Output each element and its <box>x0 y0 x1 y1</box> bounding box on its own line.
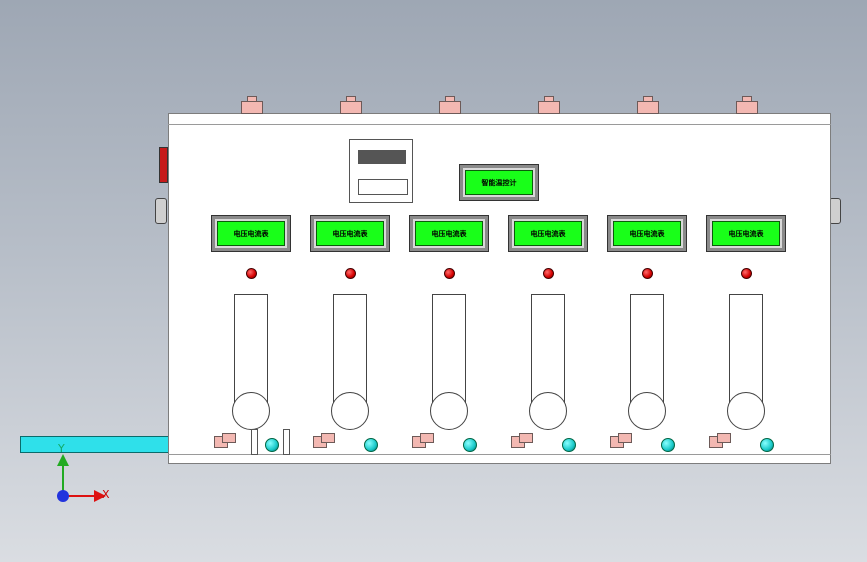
terminal-2[interactable] <box>364 438 378 452</box>
z-axis-origin <box>57 490 69 502</box>
terminal-1[interactable] <box>265 438 279 452</box>
terminal-6[interactable] <box>760 438 774 452</box>
adjust-slot-3 <box>432 294 466 404</box>
bottom-clip-5 <box>610 433 632 448</box>
timer-display <box>358 150 406 164</box>
bottom-clip-2 <box>313 433 335 448</box>
meter-1: 电压电流表 <box>211 215 291 252</box>
adjust-knob-1[interactable] <box>232 392 270 430</box>
timer-button[interactable] <box>358 179 408 195</box>
adjust-knob-3[interactable] <box>430 392 468 430</box>
meter-4: 电压电流表 <box>508 215 588 252</box>
top-connector-5 <box>637 96 659 114</box>
indicator-light-6 <box>741 268 752 279</box>
indicator-light-2 <box>345 268 356 279</box>
meter-6: 电压电流表 <box>706 215 786 252</box>
bottom-clip-4 <box>511 433 533 448</box>
axis-triad: Y X <box>57 442 110 502</box>
adjust-slot-6 <box>729 294 763 404</box>
adjust-knob-2[interactable] <box>331 392 369 430</box>
x-axis-label: X <box>102 488 110 501</box>
terminal-3[interactable] <box>463 438 477 452</box>
top-connector-1 <box>241 96 263 114</box>
y-axis-head <box>57 454 69 466</box>
panel-bottom-edge <box>168 454 831 455</box>
bottom-clip-6 <box>709 433 731 448</box>
indicator-light-4 <box>543 268 554 279</box>
support-post-2 <box>283 429 290 455</box>
panel-top-edge <box>168 124 831 125</box>
temperature-controller: 智能温控计 <box>459 164 539 201</box>
indicator-light-5 <box>642 268 653 279</box>
adjust-knob-6[interactable] <box>727 392 765 430</box>
y-axis-label: Y <box>57 442 65 455</box>
support-post-1 <box>251 429 258 455</box>
meter-label: 电压电流表 <box>316 221 384 246</box>
meter-3: 电压电流表 <box>409 215 489 252</box>
top-connector-3 <box>439 96 461 114</box>
top-connector-4 <box>538 96 560 114</box>
meter-label: 电压电流表 <box>415 221 483 246</box>
terminal-5[interactable] <box>661 438 675 452</box>
adjust-slot-5 <box>630 294 664 404</box>
timer-module <box>349 139 413 203</box>
bottom-clip-3 <box>412 433 434 448</box>
power-switch[interactable] <box>159 147 168 183</box>
indicator-light-1 <box>246 268 257 279</box>
x-axis-head <box>94 490 106 502</box>
temperature-controller-label: 智能温控计 <box>465 170 533 195</box>
meter-label: 电压电流表 <box>217 221 285 246</box>
terminal-4[interactable] <box>562 438 576 452</box>
meter-label: 电压电流表 <box>514 221 582 246</box>
meter-5: 电压电流表 <box>607 215 687 252</box>
bottom-clip-1 <box>214 433 236 448</box>
top-connector-6 <box>736 96 758 114</box>
adjust-slot-2 <box>333 294 367 404</box>
indicator-light-3 <box>444 268 455 279</box>
top-connector-2 <box>340 96 362 114</box>
adjust-knob-4[interactable] <box>529 392 567 430</box>
meter-label: 电压电流表 <box>712 221 780 246</box>
left-hinge <box>155 198 167 224</box>
adjust-knob-5[interactable] <box>628 392 666 430</box>
meter-label: 电压电流表 <box>613 221 681 246</box>
adjust-slot-4 <box>531 294 565 404</box>
adjust-slot-1 <box>234 294 268 404</box>
meter-2: 电压电流表 <box>310 215 390 252</box>
